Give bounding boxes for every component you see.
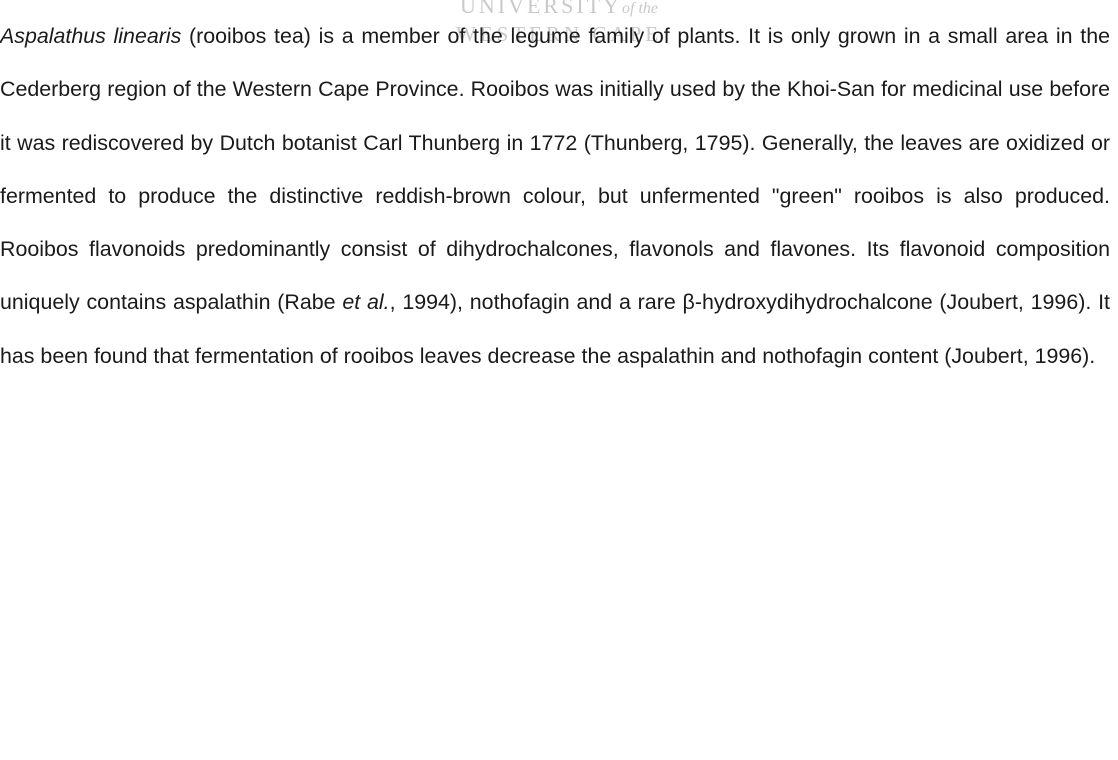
et-al-italic: et al. — [342, 290, 390, 315]
paragraph-text-part-2: , 1994), nothofagin and a rare β-hydroxy… — [0, 290, 1110, 368]
paragraph-text-part-1: (rooibos tea) is a member of the legume … — [0, 24, 1110, 315]
species-name: Aspalathus linearis — [0, 24, 182, 48]
body-paragraph: Aspalathus linearis (rooibos tea) is a m… — [0, 10, 1110, 383]
